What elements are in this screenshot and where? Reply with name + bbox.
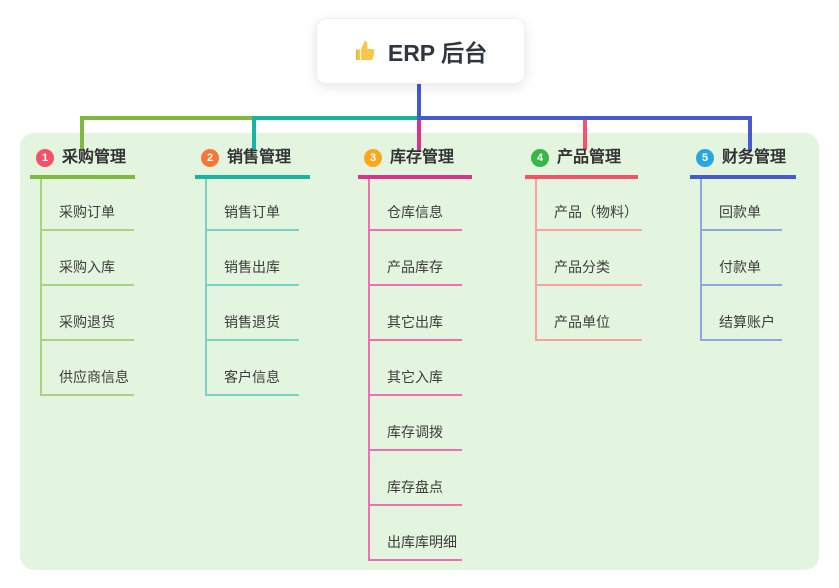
branch-finance-children: 回款单 付款单 结算账户 bbox=[700, 179, 796, 341]
child-item[interactable]: 产品（物料） bbox=[537, 179, 642, 231]
branch-inventory: 3 库存管理 仓库信息 产品库存 其它出库 其它入库 库存调拨 库存盘点 出库库… bbox=[358, 146, 472, 561]
connector-drop-sales bbox=[252, 116, 256, 150]
connector-bus-green bbox=[80, 116, 252, 120]
child-item[interactable]: 供应商信息 bbox=[42, 341, 134, 396]
child-item[interactable]: 客户信息 bbox=[207, 341, 299, 396]
branch-title-sales[interactable]: 2 销售管理 bbox=[195, 146, 310, 179]
branch-label: 采购管理 bbox=[62, 149, 127, 166]
child-item[interactable]: 销售退货 bbox=[207, 286, 299, 341]
connector-drop-finance bbox=[748, 116, 752, 150]
branch-purchase-children: 采购订单 采购入库 采购退货 供应商信息 bbox=[40, 179, 135, 396]
child-item[interactable]: 产品库存 bbox=[370, 231, 462, 286]
child-item[interactable]: 结算账户 bbox=[702, 286, 782, 341]
branch-product-children: 产品（物料） 产品分类 产品单位 bbox=[535, 179, 642, 341]
child-item[interactable]: 产品分类 bbox=[537, 231, 642, 286]
branch-title-inventory[interactable]: 3 库存管理 bbox=[358, 146, 472, 179]
branches-panel bbox=[20, 133, 819, 570]
child-item[interactable]: 销售出库 bbox=[207, 231, 299, 286]
child-item[interactable]: 采购入库 bbox=[42, 231, 134, 286]
child-item[interactable]: 产品单位 bbox=[537, 286, 642, 341]
branch-title-purchase[interactable]: 1 采购管理 bbox=[30, 146, 135, 179]
child-item[interactable]: 其它出库 bbox=[370, 286, 462, 341]
badge-2: 2 bbox=[201, 149, 219, 167]
branch-title-product[interactable]: 4 产品管理 bbox=[525, 146, 638, 179]
child-item[interactable]: 采购订单 bbox=[42, 179, 134, 231]
badge-4: 4 bbox=[531, 149, 549, 167]
connector-root-drop bbox=[417, 81, 421, 120]
connector-drop-product bbox=[583, 120, 587, 150]
badge-1: 1 bbox=[36, 149, 54, 167]
branch-purchase: 1 采购管理 采购订单 采购入库 采购退货 供应商信息 bbox=[30, 146, 135, 396]
branch-finance: 5 财务管理 回款单 付款单 结算账户 bbox=[690, 146, 796, 341]
branch-label: 库存管理 bbox=[390, 149, 455, 166]
child-item[interactable]: 库存盘点 bbox=[370, 451, 462, 506]
root-label: ERP 后台 bbox=[387, 40, 488, 66]
child-item[interactable]: 库存调拨 bbox=[370, 396, 462, 451]
child-item[interactable]: 回款单 bbox=[702, 179, 782, 231]
child-item[interactable]: 出库库明细 bbox=[370, 506, 462, 561]
badge-5: 5 bbox=[696, 149, 714, 167]
connector-bus-teal bbox=[252, 116, 419, 120]
root-node[interactable]: ERP 后台 bbox=[316, 18, 525, 84]
branch-title-finance[interactable]: 5 财务管理 bbox=[690, 146, 796, 179]
connector-drop-purchase bbox=[80, 116, 84, 150]
child-item[interactable]: 仓库信息 bbox=[370, 179, 462, 231]
branch-label: 销售管理 bbox=[227, 149, 292, 166]
connector-drop-inventory bbox=[417, 116, 421, 152]
child-item[interactable]: 销售订单 bbox=[207, 179, 299, 231]
branch-product: 4 产品管理 产品（物料） 产品分类 产品单位 bbox=[525, 146, 642, 341]
branch-sales-children: 销售订单 销售出库 销售退货 客户信息 bbox=[205, 179, 310, 396]
connector-bus-blue bbox=[419, 116, 752, 120]
child-item[interactable]: 其它入库 bbox=[370, 341, 462, 396]
branch-sales: 2 销售管理 销售订单 销售出库 销售退货 客户信息 bbox=[195, 146, 310, 396]
child-item[interactable]: 付款单 bbox=[702, 231, 782, 286]
branch-label: 财务管理 bbox=[722, 149, 787, 166]
child-item[interactable]: 采购退货 bbox=[42, 286, 134, 341]
badge-3: 3 bbox=[364, 149, 382, 167]
thumbs-up-icon bbox=[354, 39, 378, 63]
branch-label: 产品管理 bbox=[557, 149, 622, 166]
branch-inventory-children: 仓库信息 产品库存 其它出库 其它入库 库存调拨 库存盘点 出库库明细 bbox=[368, 179, 472, 561]
